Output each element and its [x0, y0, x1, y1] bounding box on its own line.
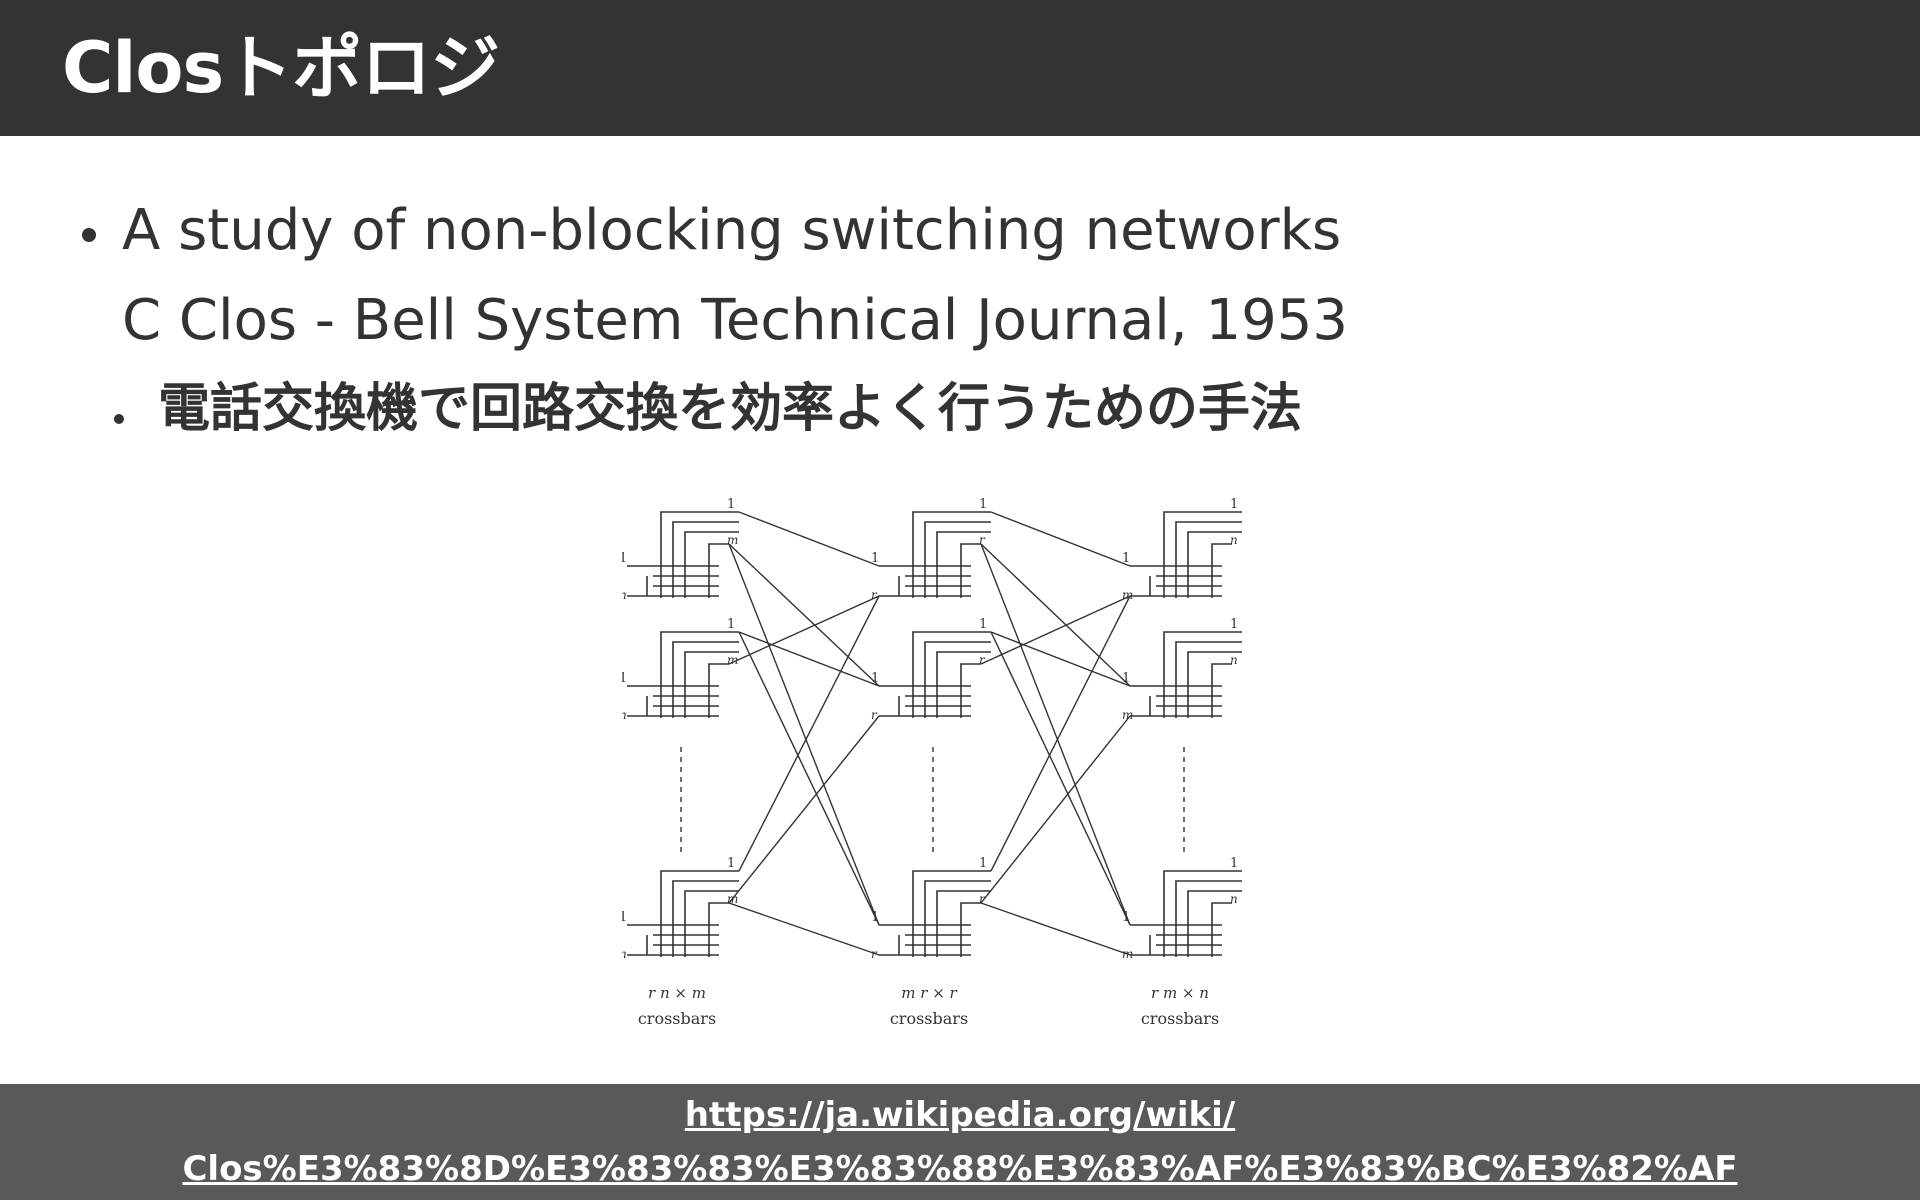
crossbar-output-label-last: n	[1230, 892, 1238, 906]
crossbar-input-label-first: 1	[622, 671, 627, 686]
bullet-dot	[114, 414, 124, 424]
interconnect-wire	[980, 543, 1131, 687]
crossbar-output-line	[960, 902, 981, 957]
interconnect-wire	[738, 631, 880, 687]
interconnect-wire	[990, 631, 1131, 926]
source-link-line1: https://ja.wikipedia.org/wiki/	[684, 1095, 1236, 1135]
interconnect-wire	[728, 595, 880, 665]
crossbar-output-line	[912, 631, 991, 718]
stage-caption-label: crossbars	[1141, 1009, 1219, 1028]
interconnect-wire	[980, 715, 1131, 904]
paper-title: A study of non-blocking switching networ…	[122, 198, 1342, 263]
crossbar-output-line	[1175, 521, 1242, 598]
crossbar-output-line	[672, 880, 739, 957]
slide-title: Closトポロジ	[62, 27, 500, 109]
crossbar-input-label-first: 1	[871, 671, 879, 686]
crossbar-output-line	[912, 870, 991, 957]
crossbar-output-label-first: 1	[979, 497, 987, 512]
crossbar-output-line	[1163, 511, 1242, 598]
crossbar-input-label-first: 1	[871, 551, 879, 566]
crossbar-output-line	[708, 663, 729, 718]
source-link-line2: Clos%E3%83%8D%E3%83%83%E3%83%88%E3%83%AF…	[182, 1149, 1738, 1189]
crossbar-output-line	[960, 663, 981, 718]
crossbar-input-label-last: n	[622, 588, 627, 602]
crossbar-output-label-first: 1	[727, 856, 735, 871]
crossbar-output-label-last: n	[1230, 653, 1238, 667]
interconnect-wire	[728, 543, 880, 687]
crossbar-input-label-last: m	[1122, 588, 1133, 602]
interconnect-wire	[738, 631, 880, 926]
crossbar-output-label-first: 1	[979, 617, 987, 632]
crossbar-output-label-first: 1	[1230, 856, 1238, 871]
crossbar-output-line	[960, 543, 981, 598]
crossbar-output-line	[708, 543, 729, 598]
interconnect-wire	[728, 715, 880, 904]
crossbar-output-line	[1175, 641, 1242, 718]
interconnect-wire	[738, 511, 880, 567]
crossbar-output-label-first: 1	[979, 856, 987, 871]
clos-network-diagram: 1 m 1 n 1 m 1 n 1 m 1 n r n × m crossbars 1 r 1 r 1 r 1 r 1 r 1 r…	[622, 462, 1298, 1042]
crossbar-output-label-last: m	[727, 533, 738, 547]
crossbar-output-label-last: r	[979, 892, 986, 906]
crossbar-output-line	[1163, 631, 1242, 718]
crossbar-output-line	[1211, 663, 1232, 718]
crossbar-output-line	[1175, 880, 1242, 957]
crossbar-output-line	[924, 521, 991, 598]
crossbar-output-line	[1211, 902, 1232, 957]
slide-footer: https://ja.wikipedia.org/wiki/ Clos%E3%8…	[0, 1084, 1920, 1200]
crossbar-input-label-last: r	[871, 708, 878, 722]
interconnect-wire	[990, 511, 1131, 567]
crossbar-output-label-last: r	[979, 533, 986, 547]
crossbar-output-line	[672, 641, 739, 718]
crossbar-input-label-first: 1	[1122, 671, 1130, 686]
paper-citation: C Clos - Bell System Technical Journal, …	[122, 288, 1348, 353]
crossbar-output-label-last: r	[979, 653, 986, 667]
crossbar-input-label-last: n	[622, 947, 627, 961]
crossbar-input-label-first: 1	[1122, 551, 1130, 566]
crossbar-output-label-last: m	[727, 653, 738, 667]
crossbar-input-label-last: r	[871, 588, 878, 602]
slide-header: Closトポロジ	[0, 0, 1920, 136]
stage-caption-label: crossbars	[890, 1009, 968, 1028]
crossbar-output-label-first: 1	[1230, 617, 1238, 632]
stage-caption-formula: m r × r	[901, 984, 957, 1002]
interconnect-wire	[990, 595, 1131, 872]
stage-caption-formula: r m × n	[1151, 984, 1209, 1002]
crossbar-input-label-first: 1	[622, 910, 627, 925]
interconnect-wire	[728, 902, 880, 956]
crossbar-output-label-first: 1	[727, 617, 735, 632]
crossbar-output-label-last: n	[1230, 533, 1238, 547]
crossbar-output-line	[1163, 870, 1242, 957]
stage-caption-formula: r n × m	[648, 984, 706, 1002]
interconnect-wire	[980, 543, 1131, 926]
crossbar-input-label-last: m	[1122, 708, 1133, 722]
stage-caption-label: crossbars	[638, 1009, 716, 1028]
sub-bullet-text: 電話交換機で回路交換を効率よく行うための手法	[158, 379, 1303, 439]
crossbar-output-line	[924, 641, 991, 718]
crossbar-output-line	[672, 521, 739, 598]
crossbar-output-line	[708, 902, 729, 957]
crossbar-output-line	[924, 880, 991, 957]
interconnect-wire	[738, 595, 880, 872]
crossbar-output-line	[1211, 543, 1232, 598]
interconnect-wire	[990, 631, 1131, 687]
clos-diagram-svg: 1 m 1 n 1 m 1 n 1 m 1 n r n × m crossbars 1 r 1 r 1 r 1 r 1 r 1 r…	[622, 497, 1242, 1028]
source-link[interactable]: https://ja.wikipedia.org/wiki/ Clos%E3%8…	[182, 1088, 1737, 1196]
interconnect-wire	[728, 543, 880, 926]
interconnect-wire	[980, 595, 1131, 665]
bullet-dot	[82, 228, 96, 242]
crossbar-output-line	[660, 870, 739, 957]
crossbar-output-line	[660, 631, 739, 718]
crossbar-input-label-first: 1	[622, 551, 627, 566]
crossbar-input-label-last: n	[622, 708, 627, 722]
crossbar-output-label-first: 1	[727, 497, 735, 512]
crossbar-output-line	[912, 511, 991, 598]
crossbar-output-label-first: 1	[1230, 497, 1238, 512]
interconnect-wire	[980, 902, 1131, 956]
crossbar-output-line	[660, 511, 739, 598]
